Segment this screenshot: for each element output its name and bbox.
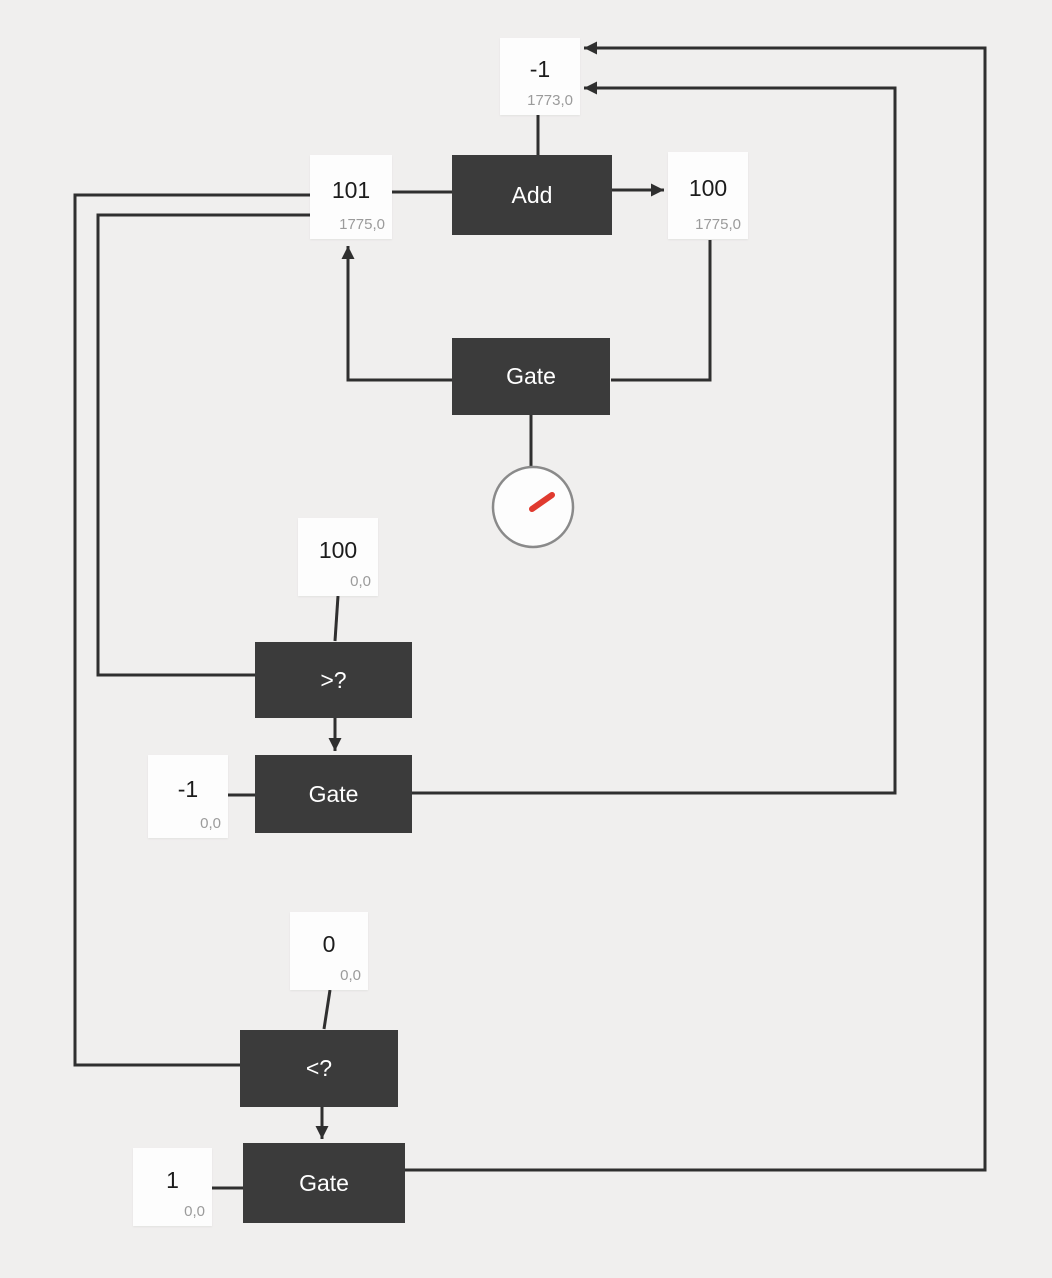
message-box-neg1-mid[interactable]: -1 0,0 xyxy=(148,755,228,838)
message-box-0[interactable]: 0 0,0 xyxy=(290,912,368,990)
node-gate-bottom[interactable]: Gate xyxy=(243,1143,405,1223)
message-coord: 0,0 xyxy=(184,1203,205,1220)
message-value: 101 xyxy=(331,176,371,203)
node-gate-top[interactable]: Gate xyxy=(452,338,610,415)
message-value: -1 xyxy=(529,56,551,82)
node-label: <? xyxy=(305,1055,333,1081)
message-box-neg1-top[interactable]: -1 1773,0 xyxy=(500,38,580,115)
message-box-100-top[interactable]: 100 1775,0 xyxy=(668,152,748,239)
wire-101-to-less xyxy=(73,193,310,1067)
message-box-1[interactable]: 1 0,0 xyxy=(133,1148,212,1226)
message-coord: 0,0 xyxy=(340,967,361,984)
node-label: >? xyxy=(320,666,347,693)
message-coord: 1773,0 xyxy=(527,92,573,109)
wire-100-to-gate-top xyxy=(611,240,712,382)
timer-clock-icon[interactable] xyxy=(485,459,581,555)
message-coord: 1775,0 xyxy=(339,216,385,233)
node-less-than[interactable]: <? xyxy=(240,1030,398,1107)
message-coord: 0,0 xyxy=(200,815,221,832)
node-label: Gate xyxy=(299,1169,349,1196)
wire-0-to-less xyxy=(322,989,332,1030)
message-coord: 1775,0 xyxy=(695,216,741,233)
message-value: -1 xyxy=(177,776,199,802)
node-label: Gate xyxy=(506,363,556,389)
message-value: 1 xyxy=(166,1166,179,1193)
node-label: Add xyxy=(511,181,553,208)
node-greater-than[interactable]: >? xyxy=(255,642,412,718)
node-add[interactable]: Add xyxy=(452,155,612,235)
wire-gate-top-to-101 xyxy=(341,246,452,382)
message-value: 100 xyxy=(318,536,358,563)
message-value: 100 xyxy=(688,175,728,201)
node-label: Gate xyxy=(308,780,359,807)
message-value: 0 xyxy=(322,930,336,957)
wire-100mid-to-greater xyxy=(333,595,340,642)
node-gate-mid[interactable]: Gate xyxy=(255,755,412,833)
wire-101-to-greater xyxy=(96,213,310,677)
message-box-101[interactable]: 101 1775,0 xyxy=(310,155,392,239)
message-box-100-mid[interactable]: 100 0,0 xyxy=(298,518,378,596)
message-coord: 0,0 xyxy=(350,573,371,590)
